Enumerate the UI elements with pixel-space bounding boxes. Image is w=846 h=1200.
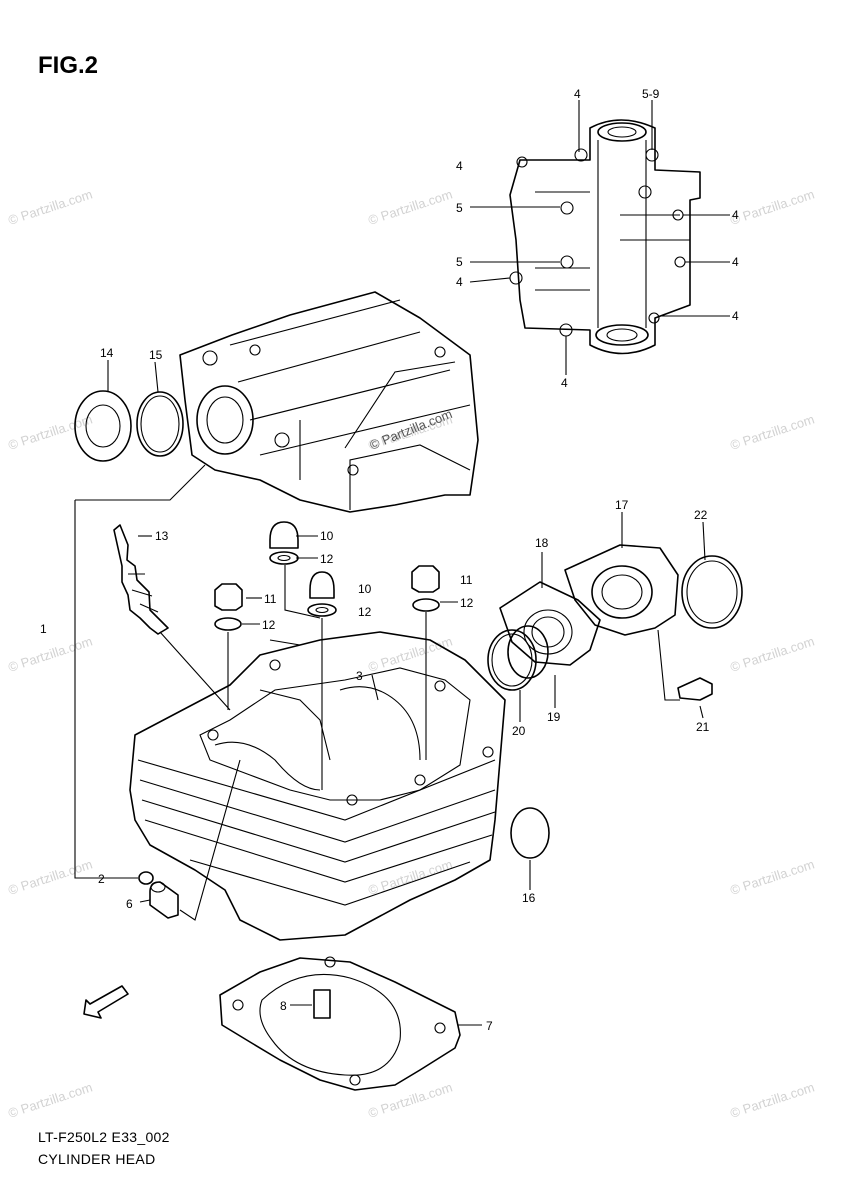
callout-4[interactable]: 4 bbox=[732, 255, 739, 269]
callout-4[interactable]: 4 bbox=[732, 208, 739, 222]
watermark-layer: © Partzilla.com © Partzilla.com © Partzi… bbox=[6, 187, 816, 1121]
watermark-text: © Partzilla.com bbox=[366, 634, 454, 675]
callout-11[interactable]: 11 bbox=[460, 573, 473, 587]
callout-13[interactable]: 13 bbox=[155, 529, 169, 543]
o-ring-part-20[interactable] bbox=[487, 629, 537, 691]
camshaft-holder-part[interactable] bbox=[509, 119, 701, 355]
watermark-text: © Partzilla.com bbox=[366, 187, 454, 228]
callout-4[interactable]: 4 bbox=[574, 87, 581, 101]
watermark-text: © Partzilla.com bbox=[728, 412, 816, 453]
watermark-text: © Partzilla.com bbox=[6, 634, 94, 675]
callout-8[interactable]: 8 bbox=[280, 999, 287, 1013]
cylinder-head-part[interactable] bbox=[129, 631, 506, 941]
head-cover-part[interactable] bbox=[179, 291, 479, 513]
gasket-part-7[interactable] bbox=[219, 956, 461, 1091]
callout-10[interactable]: 10 bbox=[358, 582, 372, 596]
cap-nut-part-10b[interactable] bbox=[307, 571, 337, 617]
callout-21[interactable]: 21 bbox=[696, 720, 710, 734]
watermark-text: © Partzilla.com bbox=[6, 1080, 94, 1121]
cap-nut-part-10a[interactable] bbox=[269, 521, 299, 565]
watermark-text: © Partzilla.com bbox=[728, 857, 816, 898]
callout-labels: 4 5-9 4 5 5 4 4 4 4 4 14 15 13 10 12 10 … bbox=[40, 87, 739, 1033]
callout-17[interactable]: 17 bbox=[615, 498, 629, 512]
front-arrow-icon bbox=[83, 985, 129, 1019]
pin-part-6[interactable] bbox=[149, 881, 179, 919]
callout-6[interactable]: 6 bbox=[126, 897, 133, 911]
bolt-part-21[interactable] bbox=[677, 677, 713, 701]
plug-part-16[interactable] bbox=[510, 807, 550, 859]
callout-16[interactable]: 16 bbox=[522, 891, 536, 905]
callout-10[interactable]: 10 bbox=[320, 529, 334, 543]
dowel-part-8[interactable] bbox=[313, 989, 331, 1019]
callout-7[interactable]: 7 bbox=[486, 1019, 493, 1033]
watermark-text: © Partzilla.com bbox=[366, 1080, 454, 1121]
callout-18[interactable]: 18 bbox=[535, 536, 549, 550]
callout-4[interactable]: 4 bbox=[732, 309, 739, 323]
callout-19[interactable]: 19 bbox=[547, 710, 561, 724]
callout-5[interactable]: 5 bbox=[456, 201, 463, 215]
callout-14[interactable]: 14 bbox=[100, 346, 114, 360]
dowel-part-2[interactable] bbox=[138, 871, 154, 885]
o-ring-part-15[interactable] bbox=[136, 391, 184, 457]
callout-5[interactable]: 5 bbox=[456, 255, 463, 269]
diagram-code: LT-F250L2 E33_002 bbox=[38, 1129, 170, 1145]
cap-part-14[interactable] bbox=[74, 390, 132, 462]
nut-part-11b[interactable] bbox=[411, 565, 440, 612]
nut-part-11a[interactable] bbox=[214, 583, 243, 631]
diagram-name: CYLINDER HEAD bbox=[38, 1151, 156, 1167]
watermark-text: © Partzilla.com bbox=[728, 1080, 816, 1121]
callout-12[interactable]: 12 bbox=[358, 605, 372, 619]
callout-22[interactable]: 22 bbox=[694, 508, 708, 522]
callout-11[interactable]: 11 bbox=[264, 592, 277, 606]
callout-12[interactable]: 12 bbox=[262, 618, 276, 632]
callout-4[interactable]: 4 bbox=[456, 275, 463, 289]
intake-pipe-part-17[interactable] bbox=[564, 544, 679, 636]
gasket-part-19[interactable] bbox=[507, 625, 549, 679]
clamp-part-22[interactable] bbox=[681, 555, 743, 629]
callout-1[interactable]: 1 bbox=[40, 622, 47, 636]
callout-12[interactable]: 12 bbox=[460, 596, 474, 610]
callout-2[interactable]: 2 bbox=[98, 872, 105, 886]
leader-lines bbox=[74, 100, 730, 1026]
watermark-text: © Partzilla.com bbox=[728, 634, 816, 675]
insulator-part-18[interactable] bbox=[499, 581, 601, 666]
watermark-text: © Partzilla.com bbox=[728, 187, 816, 228]
figure-title: FIG.2 bbox=[38, 52, 99, 79]
callout-20[interactable]: 20 bbox=[512, 724, 526, 738]
callout-15[interactable]: 15 bbox=[149, 348, 163, 362]
watermark-text: © Partzilla.com bbox=[6, 187, 94, 228]
callout-4[interactable]: 4 bbox=[561, 376, 568, 390]
callout-5-9[interactable]: 5-9 bbox=[642, 87, 660, 101]
callout-4[interactable]: 4 bbox=[456, 159, 463, 173]
watermark-text: © Partzilla.com bbox=[366, 857, 454, 898]
callout-3[interactable]: 3 bbox=[356, 669, 363, 683]
callout-12[interactable]: 12 bbox=[320, 552, 334, 566]
spark-plug-part-13[interactable] bbox=[113, 524, 169, 635]
watermark-text: © Partzilla.com bbox=[6, 857, 94, 898]
